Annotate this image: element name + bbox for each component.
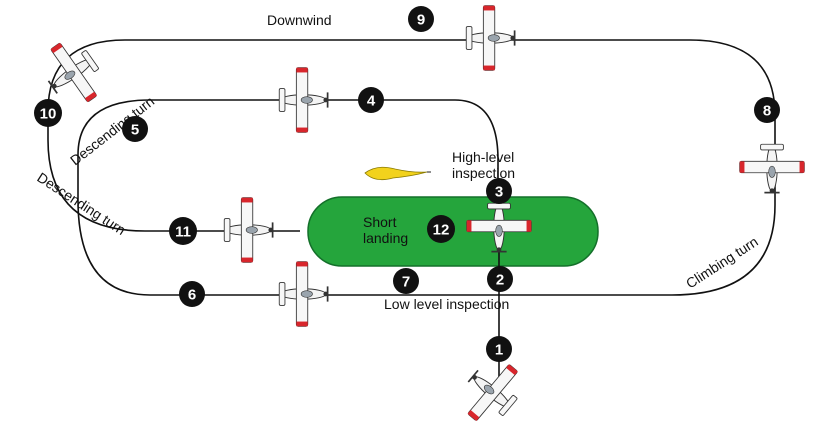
svg-text:6: 6 <box>188 287 196 304</box>
high-level-inspection-label: High-level <box>452 149 514 165</box>
downwind-label: Downwind <box>267 12 332 28</box>
marker-7: 7 <box>393 268 419 294</box>
marker-8: 8 <box>754 97 780 123</box>
airplane-icon <box>465 5 516 71</box>
descending-turn-lower-label: Descending turn <box>34 169 128 238</box>
marker-2: 2 <box>487 266 513 292</box>
airplane-icon <box>739 143 805 194</box>
airplane-icon <box>278 67 329 133</box>
marker-12: 12 <box>427 215 455 243</box>
marker-4: 4 <box>358 87 384 113</box>
svg-text:7: 7 <box>402 274 410 291</box>
inner-circuit-path <box>77 99 499 296</box>
marker-9: 9 <box>408 6 434 32</box>
marker-6: 6 <box>179 281 205 307</box>
marker-11: 11 <box>169 217 197 245</box>
marker-3: 3 <box>486 178 512 204</box>
low-level-inspection-label: Low level inspection <box>384 296 509 312</box>
airplane-icon <box>278 261 329 327</box>
svg-text:1: 1 <box>495 342 503 359</box>
short-landing-label-2: landing <box>363 230 408 246</box>
svg-text:4: 4 <box>367 93 376 110</box>
windsock-icon <box>364 166 431 181</box>
airplane-icon <box>223 197 274 263</box>
svg-text:12: 12 <box>433 222 450 239</box>
airplane-icon <box>451 350 532 426</box>
marker-10: 10 <box>34 99 62 127</box>
svg-text:2: 2 <box>496 272 504 289</box>
outer-circuit-path <box>47 39 776 296</box>
svg-text:8: 8 <box>763 103 771 120</box>
climbing-turn-label: Climbing turn <box>683 233 761 291</box>
svg-text:9: 9 <box>417 12 425 29</box>
short-landing-label: Short <box>363 214 397 230</box>
svg-text:3: 3 <box>495 184 503 201</box>
marker-1: 1 <box>486 336 512 362</box>
high-level-inspection-label-2: inspection <box>452 165 515 181</box>
marker-5: 5 <box>122 116 148 142</box>
svg-text:11: 11 <box>175 224 191 241</box>
svg-text:5: 5 <box>131 122 139 139</box>
svg-text:10: 10 <box>40 106 57 123</box>
